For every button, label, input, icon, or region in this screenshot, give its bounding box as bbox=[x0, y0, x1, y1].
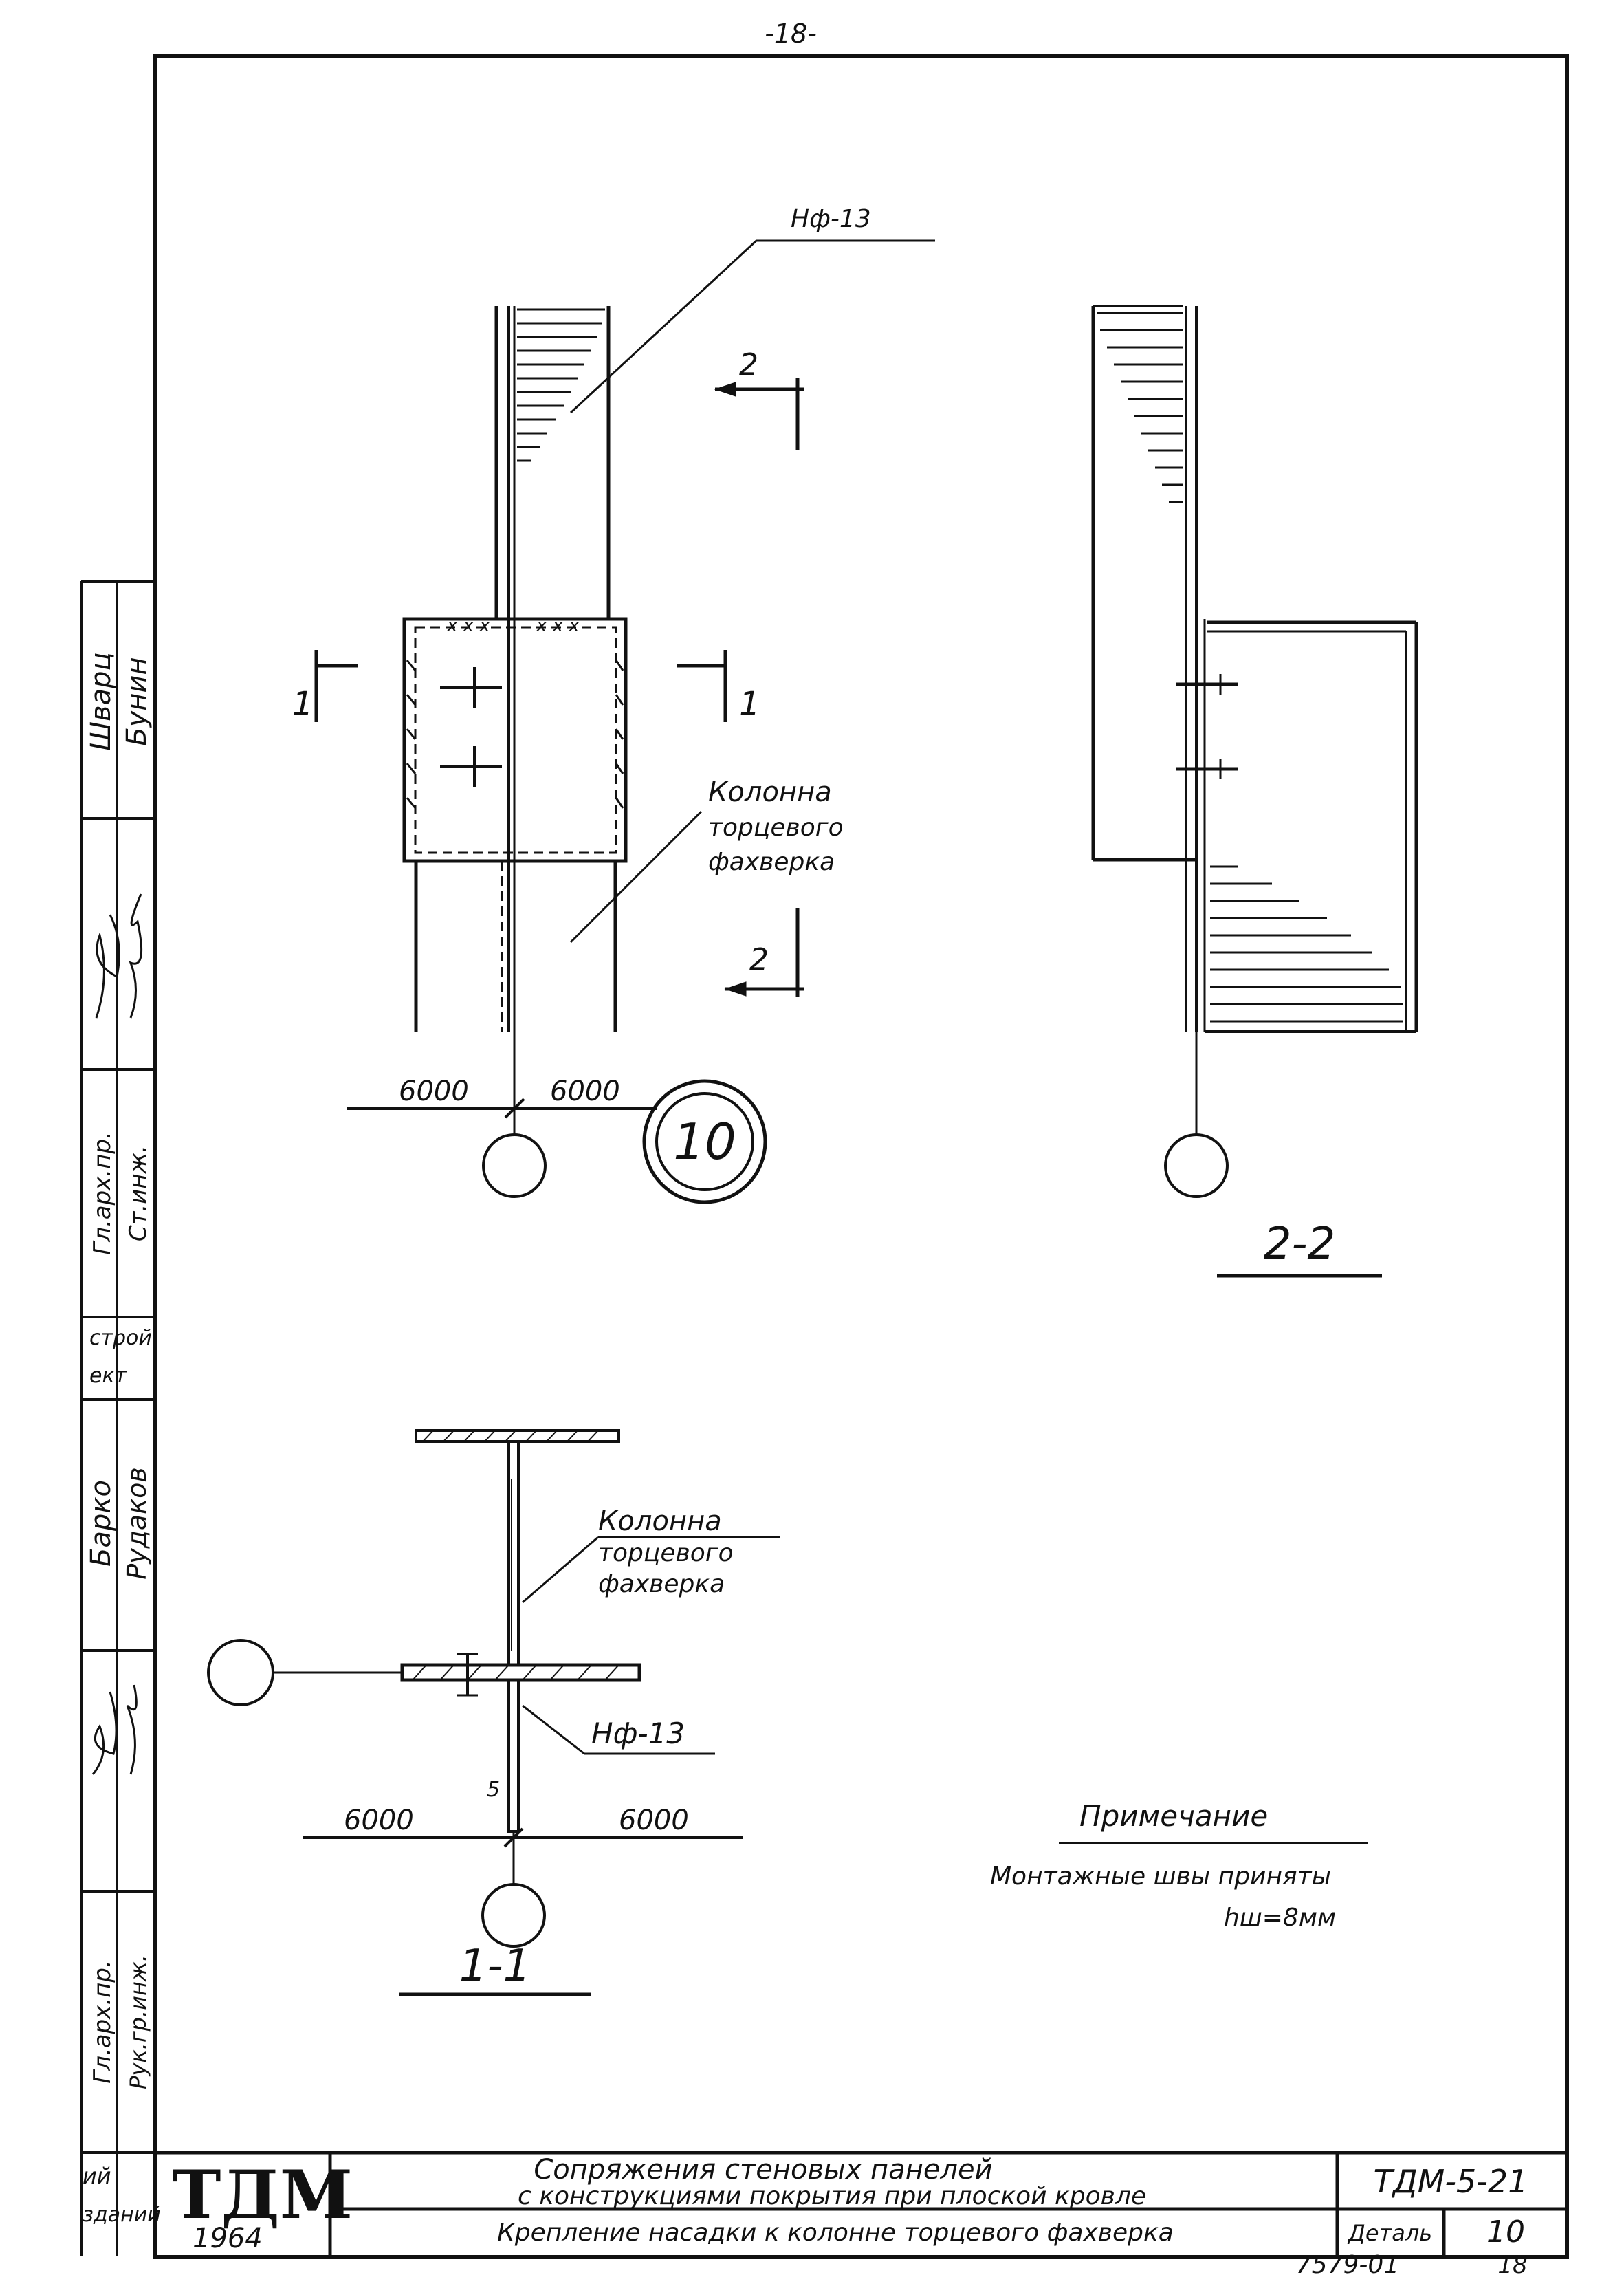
section-2-marker-bottom: 2 bbox=[749, 942, 769, 977]
sheet-number: 18 bbox=[1497, 2252, 1527, 2275]
title-block-title-line-2: с конструкциями покрытия при плоской кро… bbox=[518, 2182, 1146, 2210]
section-1-dim-left: 6000 bbox=[344, 1805, 414, 1836]
title-block-org: ТДМ bbox=[172, 2156, 353, 2234]
stamp-bottom-1: ий bbox=[83, 2163, 111, 2189]
section-2-marker-top: 2 bbox=[739, 347, 758, 382]
section-1-weld-size: 5 bbox=[487, 1778, 500, 1802]
svg-text:x x x: x x x bbox=[446, 616, 490, 636]
stamp-name-shvarts: Шварц bbox=[85, 652, 117, 750]
panel-hatch bbox=[517, 308, 605, 462]
section-1-column-label-1: Колонна bbox=[598, 1505, 722, 1537]
stamp-role-4: Рук.гр.инж. bbox=[125, 1955, 151, 2089]
detail-marker-number: 10 bbox=[673, 1113, 736, 1171]
front-column-label-1: Колонна bbox=[708, 776, 832, 808]
section-1-mark-label: Нф-13 bbox=[591, 1717, 685, 1750]
section-1-1-title: 1-1 bbox=[459, 1941, 531, 1992]
stamp-bottom-2: зданий bbox=[83, 2203, 161, 2227]
section-1-1-view bbox=[207, 1429, 780, 1996]
stamp-name-bunin: Бунин bbox=[121, 657, 153, 745]
stamp-org-1: строй bbox=[89, 1326, 152, 1350]
section-1-marker-right: 1 bbox=[739, 685, 760, 723]
section-1-column-label-2: торцевого bbox=[598, 1539, 734, 1567]
stamp-org-2: ект bbox=[89, 1364, 128, 1388]
archive-number: 7579-01 bbox=[1296, 2251, 1399, 2275]
title-block-year: 1964 bbox=[193, 2223, 263, 2254]
note-line-2: hш=8мм bbox=[1224, 1904, 1336, 1932]
svg-text:x x x: x x x bbox=[536, 616, 580, 636]
title-block-detail-number: 10 bbox=[1486, 2214, 1525, 2250]
section-1-dim-right: 6000 bbox=[619, 1805, 689, 1836]
front-column-label-3: фахверка bbox=[708, 848, 835, 876]
stamp-role-1: Гл.арх.пр. bbox=[89, 1131, 116, 1254]
front-dim-right: 6000 bbox=[550, 1076, 620, 1107]
stamp-role-3: Гл.арх.пр. bbox=[89, 1960, 116, 2083]
title-block-subtitle: Крепление насадки к колонне торцевого фа… bbox=[497, 2219, 1174, 2247]
lower-panel-hatch bbox=[1210, 865, 1403, 1023]
front-column-label-2: торцевого bbox=[708, 814, 844, 842]
stamp-name-rudakov: Рудаков bbox=[122, 1467, 152, 1580]
front-view-mark-label: Нф-13 bbox=[791, 205, 871, 233]
stamp-name-barko: Барко bbox=[85, 1480, 117, 1567]
signature-2 bbox=[91, 1684, 138, 1775]
detail-marker bbox=[642, 1079, 767, 1204]
note-title: Примечание bbox=[1079, 1799, 1268, 1833]
upper-panel-hatch bbox=[1097, 312, 1183, 503]
drawing-frame bbox=[153, 54, 1569, 2259]
title-block-code: ТДМ-5-21 bbox=[1374, 2163, 1528, 2200]
front-view: x x x x x x bbox=[314, 239, 935, 1198]
section-2-2-view bbox=[1091, 305, 1418, 1278]
front-dim-left: 6000 bbox=[399, 1076, 469, 1107]
title-block-detail-label: Деталь bbox=[1347, 2220, 1432, 2246]
page-number: -18- bbox=[765, 19, 817, 49]
signature-1 bbox=[95, 893, 143, 1019]
section-2-2-title: 2-2 bbox=[1264, 1219, 1336, 1270]
left-stamp bbox=[80, 580, 155, 2256]
section-1-marker-left: 1 bbox=[292, 685, 314, 723]
title-block bbox=[155, 2151, 1567, 2257]
title-block-title-line-1: Сопряжения стеновых панелей bbox=[534, 2154, 992, 2186]
stamp-role-2: Ст.инж. bbox=[124, 1145, 152, 1241]
section-1-column-label-3: фахверка bbox=[598, 1570, 725, 1598]
note-line-1: Монтажные швы приняты bbox=[990, 1862, 1331, 1891]
